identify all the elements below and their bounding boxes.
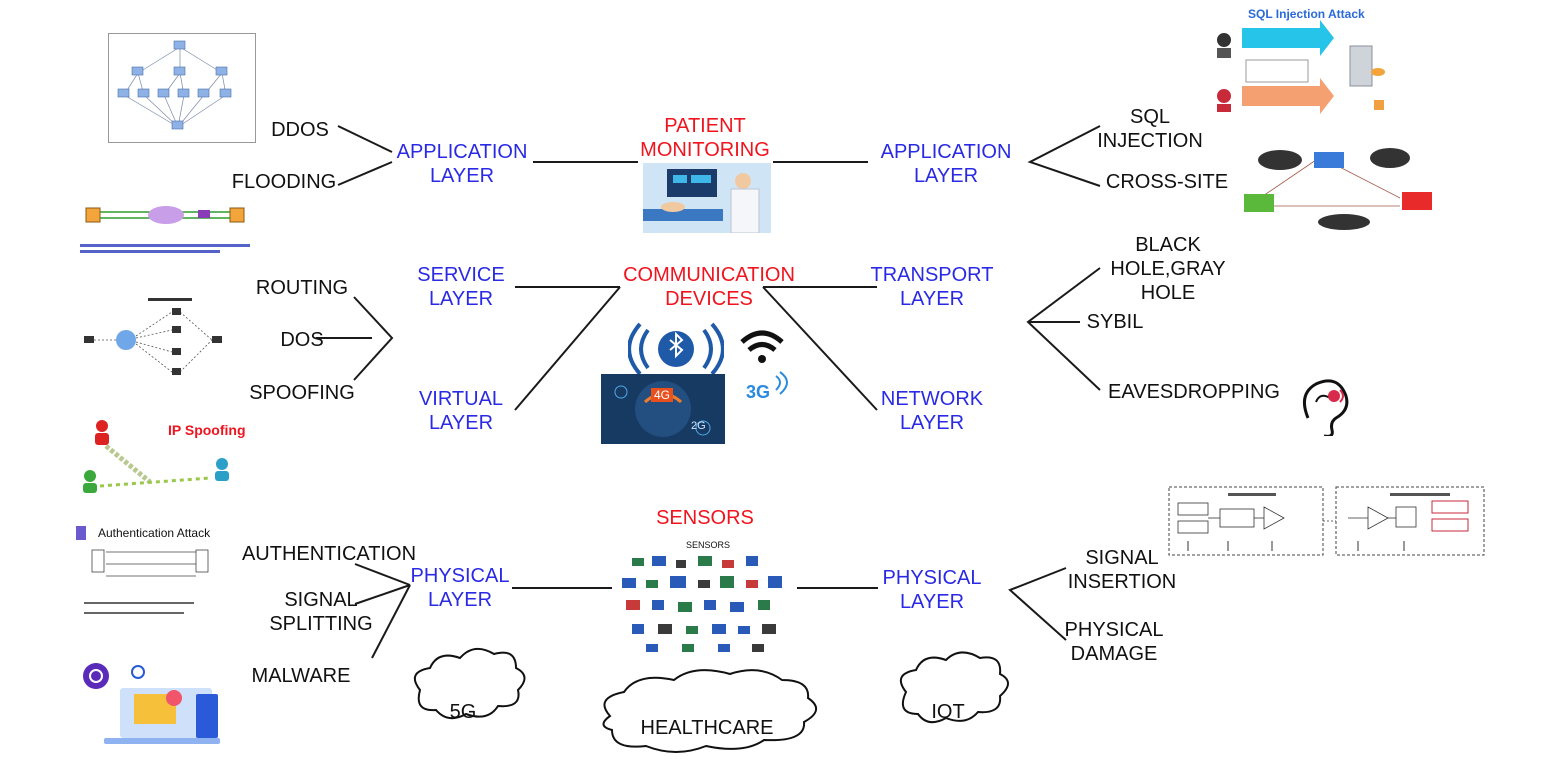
wifi-icon <box>740 330 784 363</box>
patient-monitoring-label: PATIENT MONITORING <box>640 115 770 161</box>
cloud-5g-label: 5G <box>449 701 477 723</box>
sql-injection-image: SQL Injection Attack <box>1208 6 1398 122</box>
attack-signal-splitting: SIGNAL SPLITTING <box>269 589 373 635</box>
communication-devices-label: COMMUNICATION DEVICES <box>623 264 795 310</box>
attack-ddos: DDOS <box>271 119 329 141</box>
ddos-network-image <box>108 33 256 143</box>
attack-sql-injection: SQL INJECTION <box>1097 106 1203 152</box>
attack-signal-insertion: SIGNAL INSERTION <box>1067 547 1177 593</box>
3g-icon: 3G <box>746 370 796 406</box>
attack-malware: MALWARE <box>251 665 351 687</box>
4g-badge: 4G <box>651 388 674 402</box>
patient-monitoring-image <box>643 163 771 233</box>
cross-site-image <box>1244 148 1432 230</box>
dos-routing-image <box>84 298 222 375</box>
attack-cross-site: CROSS-SITE <box>1105 171 1229 193</box>
attack-physical-damage: PHYSICAL DAMAGE <box>1064 619 1164 665</box>
ip-spoofing-image: IP Spoofing <box>80 416 250 498</box>
virtual-layer: VIRTUAL LAYER <box>418 388 504 434</box>
bluetooth-icon <box>628 322 724 376</box>
auth-attack-title: Authentication Attack <box>98 526 211 540</box>
sensors-label: SENSORS <box>656 507 754 529</box>
3g-label: 3G <box>746 382 771 402</box>
ear-icon <box>1302 379 1349 436</box>
flooding-image <box>80 206 250 253</box>
attack-eavesdropping: EAVESDROPPING <box>1108 381 1280 403</box>
application-layer-left: APPLICATION LAYER <box>396 141 528 187</box>
attack-authentication: AUTHENTICATION <box>241 543 417 565</box>
auth-attack-image: Authentication Attack <box>76 522 226 622</box>
physical-layer-left: PHYSICAL LAYER <box>410 565 510 611</box>
cloud-healthcare-label: HEALTHCARE <box>640 717 774 739</box>
sensors-caption: SENSORS <box>686 540 731 550</box>
application-layer-right: APPLICATION LAYER <box>880 141 1012 187</box>
2g-badge: 2G <box>691 420 706 432</box>
sensors-image: SENSORS <box>612 540 798 658</box>
sql-injection-title: SQL Injection Attack <box>1248 7 1365 21</box>
attack-sybil: SYBIL <box>1086 311 1144 333</box>
physical-layer-right: PHYSICAL LAYER <box>882 567 982 613</box>
network-layer: NETWORK LAYER <box>880 388 984 434</box>
mobile-network-image: 4G 2G <box>601 374 725 444</box>
service-layer: SERVICE LAYER <box>417 264 505 310</box>
attack-routing: ROUTING <box>255 277 349 299</box>
attack-spoofing: SPOOFING <box>249 382 355 404</box>
cloud-iot-label: IOT <box>931 701 965 723</box>
attack-dos: DOS <box>280 329 324 351</box>
malware-image <box>83 663 220 744</box>
signal-insertion-image <box>1168 486 1485 556</box>
ip-spoofing-title: IP Spoofing <box>168 422 246 438</box>
transport-layer: TRANSPORT LAYER <box>870 264 994 310</box>
attack-black-gray-hole: BLACK HOLE,GRAY HOLE <box>1110 234 1226 304</box>
cloud-shapes <box>413 647 1009 753</box>
attack-flooding: FLOODING <box>231 171 337 193</box>
